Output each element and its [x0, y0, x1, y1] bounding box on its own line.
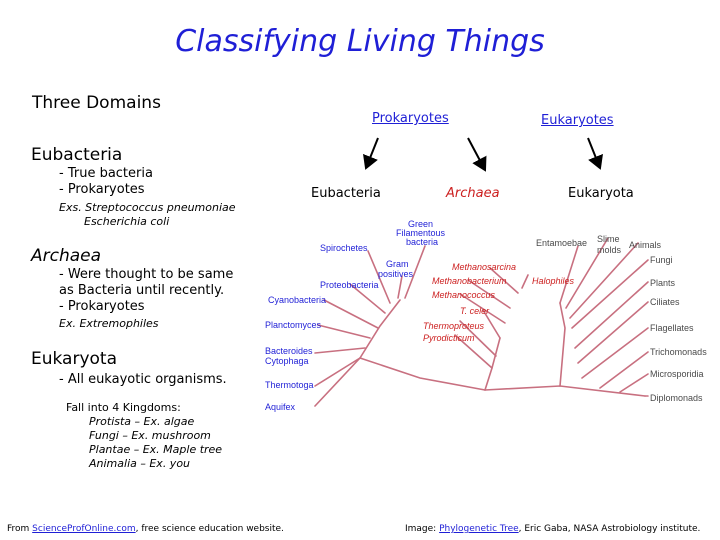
arrow-to-eukaryota: [587, 137, 603, 170]
archaea-example: Ex. Extremophiles: [59, 317, 159, 330]
branch-halophiles: [521, 274, 529, 289]
branch-cyanobacteria: [323, 299, 379, 329]
branch-pyrodictium: [454, 334, 493, 369]
tree-label-plants: Plants: [650, 278, 676, 288]
three-domains-heading: Three Domains: [32, 93, 161, 113]
tree-label-gram: Gram: [386, 259, 409, 269]
tree-label-flagellates: Flagellates: [650, 323, 694, 333]
tree-label-positives: positives: [378, 269, 414, 279]
branch-methanococcus: [459, 293, 506, 324]
eukaryotes-label: Eukaryotes: [541, 113, 614, 128]
branch-trichomonads: [599, 351, 649, 389]
tree-label-halophiles: Halophiles: [532, 276, 575, 286]
tree-label-planctomyces: Planctomyces: [265, 320, 322, 330]
tree-label-green: Green: [408, 219, 433, 229]
footer-left-suffix: , free science education website.: [135, 524, 284, 534]
tree-branches: [314, 237, 649, 407]
kingdom-animalia: Animalia – Ex. you: [89, 457, 191, 470]
branch-entamoebae: [559, 245, 579, 304]
branch-methanobacterium: [467, 279, 511, 309]
branch-thermotoga: [314, 357, 361, 387]
footer-right-prefix: Image:: [405, 524, 440, 534]
branch-flagellates: [581, 327, 649, 379]
tree-label-thermotoga: Thermotoga: [265, 380, 314, 390]
tree-label-cytophaga: Cytophaga: [265, 356, 309, 366]
eubacteria-example-2: Escherichia coli: [84, 215, 170, 228]
branch-ciliates: [577, 301, 649, 364]
tree-label-cyanobacteria: Cyanobacteria: [268, 295, 326, 305]
tree-label-trichomonads: Trichomonads: [650, 347, 707, 357]
arrow-to-archaea: [467, 137, 487, 172]
prokaryotes-label: Prokaryotes: [372, 111, 449, 126]
tree-label-molds: molds: [597, 245, 622, 255]
branch-t-celer: [482, 309, 501, 339]
diagram-eubacteria-label: Eubacteria: [311, 186, 381, 201]
branch-eukarya-spine: [559, 302, 566, 387]
eubacteria-line-1: - True bacteria: [59, 166, 153, 181]
eukaryota-heading: Eukaryota: [31, 349, 118, 369]
branch-methanosarcina: [489, 267, 519, 294]
tree-label-slime: Slime: [597, 234, 620, 244]
branch-spirochetes: [367, 250, 391, 304]
scienceprofonline-link[interactable]: ScienceProfOnline.com: [32, 524, 136, 534]
branch-slime-molds: [565, 237, 609, 309]
branch-green-filamentous: [404, 245, 426, 299]
branch-gram-positives: [397, 275, 403, 299]
diagram-eukaryota-label: Eukaryota: [568, 186, 634, 201]
branch-plants: [574, 281, 649, 349]
classification-arrows: [363, 137, 603, 172]
branch-thermoproteus: [459, 320, 497, 357]
branch-bacteria-trunk: [359, 357, 486, 391]
diagram-archaea-label: Archaea: [446, 186, 500, 201]
branch-microsporidia: [619, 373, 649, 393]
branch-bacteria-spine: [359, 299, 401, 359]
archaea-line-3: - Prokaryotes: [59, 299, 145, 314]
tree-label-animals: Animals: [629, 240, 662, 250]
eubacteria-example-1: Exs. Streptococcus pneumoniae: [59, 201, 236, 214]
tree-label-spirochetes: Spirochetes: [320, 243, 368, 253]
page-title: Classifying Living Things: [175, 24, 545, 59]
branch-fungi: [571, 259, 649, 329]
footer-left-prefix: From: [7, 524, 33, 534]
eukaryota-line: - All eukayotic organisms.: [59, 372, 227, 387]
tree-label-ciliates: Ciliates: [650, 297, 680, 307]
phylogenetic-tree: Green Filamentous bacteria Spirochetes G…: [265, 219, 707, 412]
kingdom-fungi: Fungi – Ex. mushroom: [89, 429, 211, 442]
tree-label-thermoproteus: Thermoproteus: [423, 321, 485, 331]
branch-animals: [569, 242, 639, 319]
tree-label-aquifex: Aquifex: [265, 402, 296, 412]
tree-label-methanococcus: Methanococcus: [432, 290, 496, 300]
tree-label-proteobacteria: Proteobacteria: [320, 280, 379, 290]
tree-label-bacteroides: Bacteroides: [265, 346, 313, 356]
archaea-heading: Archaea: [31, 246, 102, 266]
tree-label-entamoebae: Entamoebae: [536, 238, 587, 248]
branch-planctomyces: [317, 324, 371, 339]
tree-label-methanobacterium: Methanobacterium: [432, 276, 507, 286]
tree-label-diplomonads: Diplomonads: [650, 393, 703, 403]
archaea-line-2: as Bacteria until recently.: [59, 283, 225, 298]
kingdom-plantae: Plantae – Ex. Maple tree: [89, 443, 223, 456]
tree-label-bacteria: bacteria: [406, 237, 438, 247]
tree-label-t-celer: T. celer: [460, 306, 490, 316]
branch-proteobacteria: [349, 283, 386, 314]
kingdoms-heading: Fall into 4 Kingdoms:: [66, 401, 181, 414]
eubacteria-line-2: - Prokaryotes: [59, 182, 145, 197]
branch-bacteroides: [314, 347, 366, 354]
tree-label-fungi: Fungi: [650, 255, 673, 265]
phylogenetic-tree-link[interactable]: Phylogenetic Tree: [439, 524, 519, 534]
tree-label-filamentous: Filamentous: [396, 228, 446, 238]
tree-label-microsporidia: Microsporidia: [650, 369, 704, 379]
branch-aquifex: [314, 357, 361, 407]
footer-right: Image: Phylogenetic Tree, Eric Gaba, NAS…: [405, 524, 700, 534]
kingdom-protista: Protista – Ex. algae: [89, 415, 195, 428]
footer-right-suffix: , Eric Gaba, NASA Astrobiology institute…: [518, 524, 701, 534]
archaea-line-1: - Were thought to be same: [59, 267, 234, 282]
tree-label-pyrodictium: Pyrodicticum: [423, 333, 475, 343]
tree-label-methanosarcina: Methanosarcina: [452, 262, 516, 272]
eubacteria-heading: Eubacteria: [31, 145, 123, 165]
footer-left: From ScienceProfOnline.com, free science…: [7, 524, 284, 534]
arrow-to-eubacteria: [363, 137, 379, 170]
